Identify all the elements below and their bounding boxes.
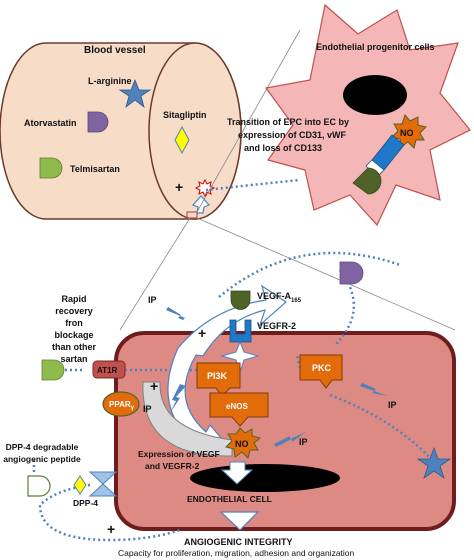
dpp4-peptide-icon [27,475,51,497]
sitagliptin-diamond-icon [174,125,190,155]
cell-no-label: NO [235,439,249,449]
zoom-line-top [196,29,301,213]
l-arginine-label: L-arginine [88,76,132,86]
expression-line-1: Expression of VEGF [138,449,220,459]
cell-nucleus [190,464,340,492]
ip-bolt-icon-top [166,307,196,325]
angiogenic-integrity-label: ANGIOGENIC INTEGRITY [184,537,293,547]
telmisartan-icon [39,157,63,179]
epc-label: Endothelial progenitor cells [316,42,435,52]
vegfr2-label: VEGFR-2 [257,321,296,331]
epc-no-burst-icon [391,113,427,149]
svg-text:Transition of EPC into EC by: Transition of EPC into EC by [227,117,349,127]
svg-text:fron: fron [65,318,83,328]
svg-text:sartan: sartan [60,354,87,364]
ip-label-left: IP [143,404,152,414]
expression-curve-arrow [142,381,233,457]
capacity-caption: Capacity for proliferation, migration, a… [118,548,355,558]
svg-text:recovery: recovery [55,306,93,316]
ip-label-no: IP [299,437,308,447]
pi3k-box [196,362,241,397]
epc-vegf-ligand-icon [352,167,382,195]
expression-line-2: and VEGFR-2 [145,461,200,471]
epc-nucleus [343,75,407,115]
pkc-box [299,354,343,389]
dpp4-sitagliptin-diamond-icon [73,475,87,495]
sitagliptin-label: Sitagliptin [163,110,207,120]
plus-sign: + [175,179,183,195]
pi3k-label: PI3K [207,371,228,381]
signal-dotted-paths [32,251,433,542]
atorvastatin-label: Atorvastatin [24,118,77,128]
ip-label-pkc: IP [388,400,397,410]
dpp4-enzyme-icon [88,471,118,497]
atorvastatin-free-icon [339,261,364,285]
blood-vessel-label: Blood vessel [84,45,146,56]
transition-text: Transition of EPC into EC by expression … [227,117,349,153]
cell-no-burst-icon [225,427,262,459]
vegf-a-label: VEGF-A165 [257,291,302,304]
telmisartan-bottom-icon [41,359,65,381]
plus-sign-dpp4: + [107,521,115,537]
pkc-label: PKC [312,363,332,373]
plus-sign-pi3k: + [150,378,158,394]
epc-star-shape [264,3,471,227]
at1r-receptor [92,360,126,379]
plus-sign-vegf: + [198,325,206,341]
ppar-gamma-label: PPARγ [109,400,135,411]
vegf-a-ligand-icon [230,290,251,310]
zoom-line-right [196,217,456,331]
integrity-arrow [219,511,260,531]
ip-bolt-icon-pkc [360,383,388,396]
l-arginine-star-icon [118,78,152,109]
atorvastatin-icon [87,111,109,133]
nucleus-down-arrow [220,461,254,485]
ip-label-top: IP [148,295,157,305]
dpp4-peptide-text: DPP-4 degradable angiogenic peptide [3,442,81,464]
epc-no-label: NO [400,128,414,138]
l-arginine-bottom-star-icon [416,446,452,480]
svg-text:blockage: blockage [54,330,93,340]
ip-bolt-icon-left [170,384,186,413]
at1r-label: AT1R [97,366,118,375]
svg-text:angiogenic peptide: angiogenic peptide [3,454,81,464]
svg-text:DPP-4 degradable: DPP-4 degradable [6,442,79,452]
svg-text:expression of CD31, vWF: expression of CD31, vWF [238,130,347,140]
endothelial-cell-label: ENDOTHELIAL CELL [187,494,272,504]
zoom-line-left [119,217,191,331]
enos-label: eNOS [226,402,248,411]
svg-text:and loss of CD133: and loss of CD133 [244,143,322,153]
ip-bolt-icon-no [274,432,306,447]
ppar-gamma-oval [102,391,140,417]
svg-text:than other: than other [52,342,96,352]
vegfr2-receptor-icon [229,319,252,343]
vessel-to-epc-dotted-path [205,178,301,192]
no-burst-small-icon [194,178,216,198]
rapid-recovery-text: Rapid recovery fron blockage than other … [52,294,96,364]
svg-text:Rapid: Rapid [61,294,86,304]
telmisartan-label: Telmisartan [70,164,120,174]
enos-box [209,392,269,427]
dpp4-label: DPP-4 [73,498,98,508]
